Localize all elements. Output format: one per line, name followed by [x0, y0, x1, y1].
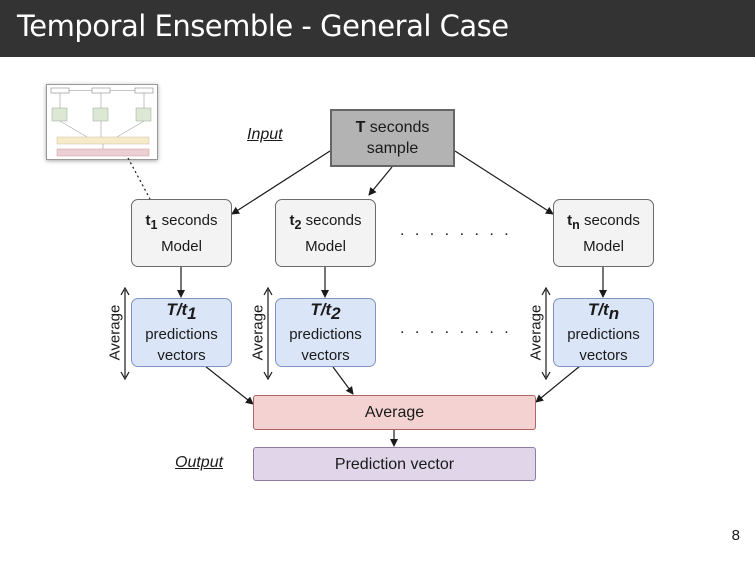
model-box-1: t1 seconds Model: [131, 199, 232, 267]
page-number: 8: [731, 527, 740, 544]
predictions-box-n: T/tn predictions vectors: [553, 298, 654, 367]
t-seconds-sample-box: T seconds sample: [330, 109, 455, 167]
average-side-label-n: Average: [527, 304, 545, 361]
input-label: Input: [247, 126, 283, 143]
prediction-vector-box: Prediction vector: [253, 447, 536, 481]
predictions-box-2: T/t2 predictions vectors: [275, 298, 376, 367]
architecture-thumbnail: [46, 84, 158, 160]
output-label: Output: [175, 454, 224, 471]
average-side-label-2: Average: [249, 304, 267, 361]
models-ellipsis: . . . . . . . .: [400, 222, 512, 239]
average-side-label-1: Average: [106, 304, 124, 361]
slide-title: Temporal Ensemble - General Case: [17, 9, 509, 43]
thumbnail-diagram: [50, 87, 154, 157]
model-box-2: t2 seconds Model: [275, 199, 376, 267]
predictions-box-1: T/t1 predictions vectors: [131, 298, 232, 367]
predictions-ellipsis: . . . . . . . .: [400, 320, 512, 337]
title-bar: Temporal Ensemble - General Case: [0, 0, 755, 57]
average-box: Average: [253, 395, 536, 430]
model-box-n: tn seconds Model: [553, 199, 654, 267]
